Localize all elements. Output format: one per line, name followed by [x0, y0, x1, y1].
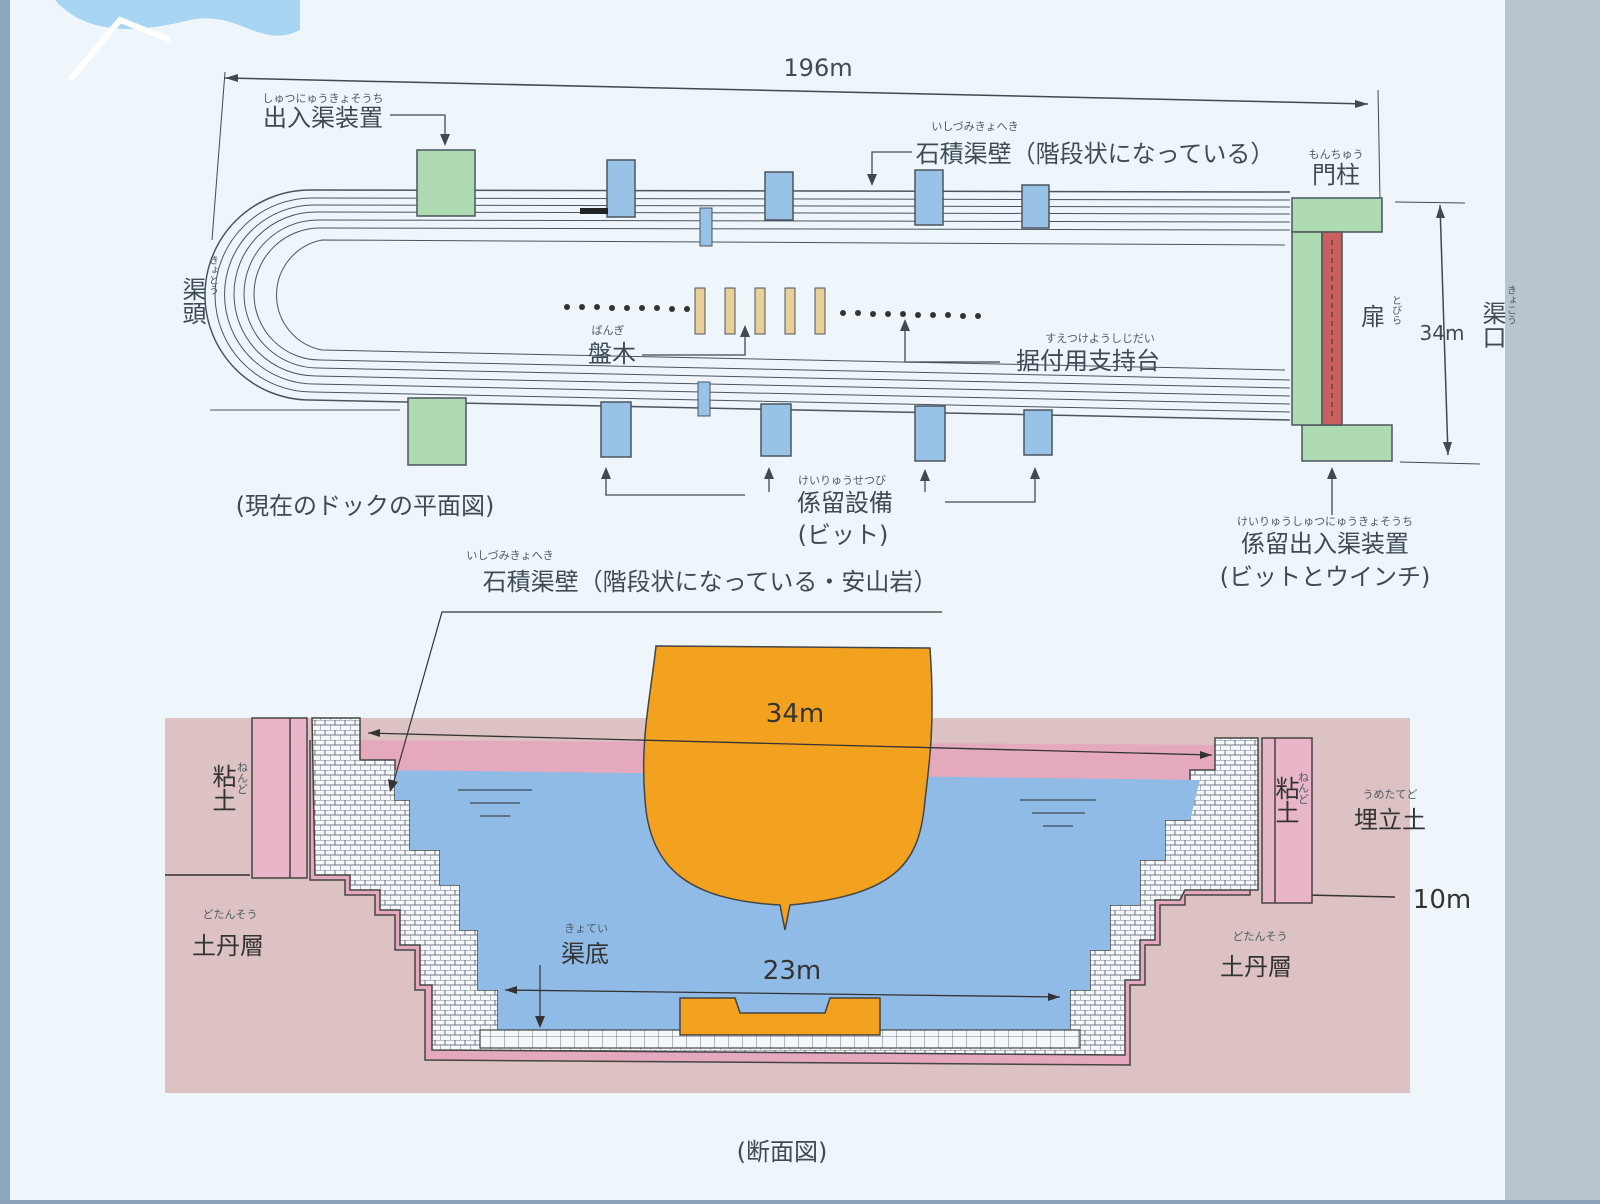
entry-device-label: 出入渠装置: [263, 104, 383, 132]
landfill-ruby: うめたてど: [1363, 788, 1418, 801]
bird-decoration: [67, 16, 172, 82]
stone-wall-plan-ruby: いしづみきょへき: [931, 120, 1018, 133]
clay-left-label: 粘土: [208, 764, 236, 812]
stone-wall-plan-label: 石積渠壁（階段状になっている）: [916, 140, 1275, 168]
bollard-top-4: [1021, 184, 1050, 229]
dock-mouth-ruby: きょこう: [1505, 285, 1516, 325]
dock-head-ruby: きょとう: [207, 255, 218, 295]
section-view: 34m 23m 10m いしづみきょへき 石積渠壁（階段状になっている・安山岩）…: [165, 549, 1471, 1166]
clay-column-right: [1261, 737, 1313, 904]
section-caption: (断面図): [737, 1138, 828, 1166]
gate-pillar-bottom: [1301, 424, 1393, 462]
plan-view: 196m 34m: [178, 54, 1516, 591]
entry-device-bottom: [407, 397, 467, 466]
gate-pillar-label: 門柱: [1312, 161, 1360, 189]
length-label: 196m: [783, 54, 852, 82]
soil-right-ruby: どたんそう: [1233, 930, 1288, 943]
top-width-label: 34m: [766, 699, 824, 729]
dock-floor-label: 渠底: [561, 940, 609, 968]
landfill-label: 埋立土: [1354, 806, 1426, 834]
entry-device-top: [416, 149, 476, 217]
plan-caption: (現在のドックの平面図): [236, 492, 495, 520]
dock-mouth-label: 渠口: [1478, 301, 1506, 349]
bottom-width-label: 23m: [763, 956, 821, 986]
mooring-ruby: けいりゅうせつび: [798, 474, 886, 487]
mooring-device-ruby: けいりゅうしゅつにゅうきょそうち: [1237, 515, 1413, 528]
soil-left-ruby: どたんそう: [203, 908, 258, 921]
clay-right-label: 粘土: [1271, 776, 1299, 824]
keel-dots-left: [564, 304, 690, 312]
clay-right-ruby: ねんど: [1297, 771, 1310, 804]
soil-left-label: 土丹層: [192, 932, 264, 960]
keel-blocks: [694, 287, 826, 335]
keel-block-label: 盤木: [588, 340, 636, 368]
dock-floor-ruby: きょてい: [564, 922, 608, 935]
stone-wall-section-label: 石積渠壁（階段状になっている・安山岩）: [483, 568, 938, 596]
mooring-device-label: 係留出入渠装置: [1241, 530, 1409, 558]
support-label: 据付用支持台: [1016, 347, 1160, 375]
bollard-bottom-4: [1023, 409, 1053, 456]
door-ruby: とびら: [1390, 295, 1402, 325]
dock-head-label: 渠頭: [178, 277, 206, 325]
water-surface-marks: [458, 789, 1096, 827]
gate-pillar-ruby: もんちゅう: [1309, 148, 1364, 161]
bollard-top-1: [606, 159, 636, 218]
soil-right-label: 土丹層: [1220, 953, 1292, 981]
door-label: 扉: [1361, 303, 1385, 331]
keel-block-ruby: ばんぎ: [592, 323, 625, 337]
length-dimension-line: [224, 77, 1369, 105]
bollard-bottom-1: [600, 401, 632, 458]
clay-column-left: [251, 717, 308, 879]
mooring-device-sub-label: (ビットとウインチ): [1220, 563, 1431, 591]
bollard-bottom-2: [760, 403, 792, 457]
bollard-top-2: [764, 171, 794, 221]
mooring-label: 係留設備: [797, 489, 893, 517]
mooring-sub-label: (ビット): [798, 521, 889, 549]
depth-label: 10m: [1413, 885, 1471, 915]
dock-door: [1321, 231, 1343, 426]
board-edge: [1505, 0, 1600, 1200]
bollard-top-3: [914, 169, 944, 226]
ship-support-block: [679, 997, 881, 1036]
entry-device-ruby: しゅつにゅうきょそうち: [263, 92, 384, 105]
stone-wall-section-ruby: いしづみきょへき: [466, 549, 553, 562]
clay-left-ruby: ねんど: [236, 761, 249, 794]
bollard-bottom-3: [914, 405, 946, 462]
ship-hull: [642, 645, 933, 931]
width-label: 34m: [1420, 321, 1465, 345]
gate-pillar-top: [1291, 197, 1383, 233]
support-ruby: すえつけようしじだい: [1045, 332, 1155, 345]
keel-dots-right: [840, 310, 981, 319]
